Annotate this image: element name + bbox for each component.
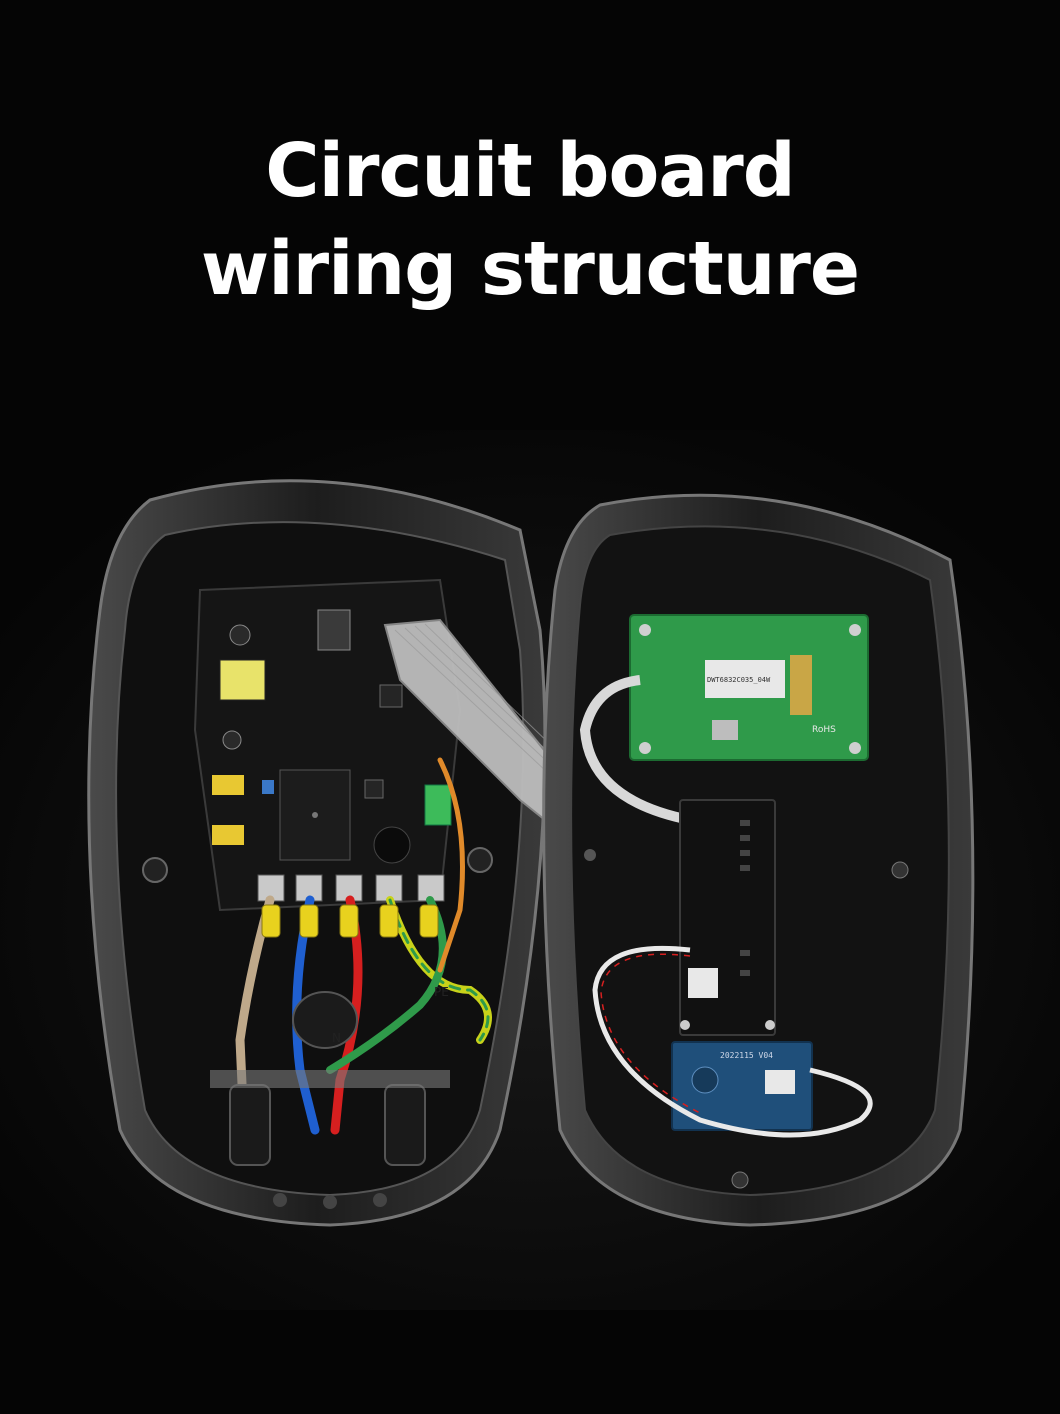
rfid-pcb: 2022115 V04 xyxy=(671,1041,813,1131)
board-date-label: 2022115 V04 xyxy=(720,1051,773,1060)
display-code-label: DWT6832C035_04W xyxy=(707,676,771,684)
headline: Circuit board wiring structure xyxy=(0,122,1060,318)
signal-wire xyxy=(592,945,873,1138)
control-pcb xyxy=(679,799,776,1036)
flex-cable xyxy=(579,675,691,825)
earth-label: PE xyxy=(434,985,449,999)
headline-line-2: wiring structure xyxy=(200,226,860,312)
neutral-label: N xyxy=(332,1031,341,1045)
headline-line-1: Circuit board xyxy=(265,128,795,214)
charger-photo: N PE DWT6832C035_04W RoHS xyxy=(0,430,1060,1310)
display-pcb: DWT6832C035_04W RoHS xyxy=(629,614,869,761)
main-pcb xyxy=(193,578,462,912)
rohs-label: RoHS xyxy=(812,725,836,735)
ferrite-core xyxy=(292,991,358,1049)
